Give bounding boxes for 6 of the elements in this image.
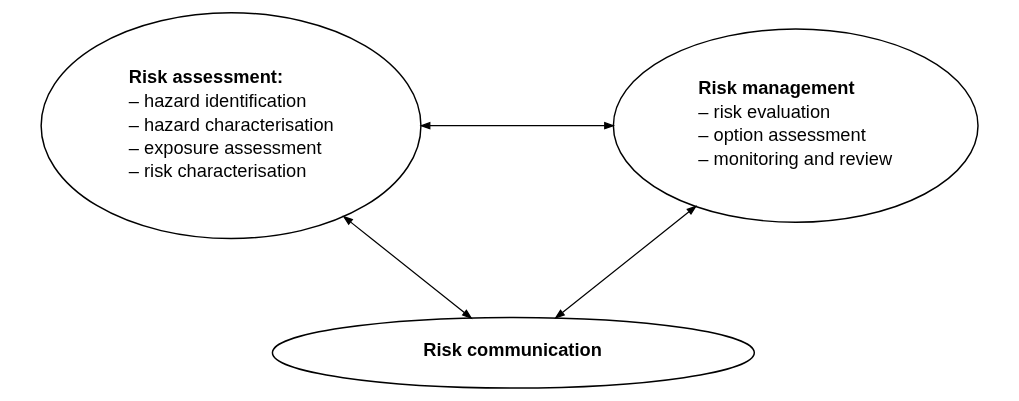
node-ellipse: Risk assessment: – hazard identification – hazard characterisation – exposure assessment – risk characterisation <box>40 12 422 240</box>
node-ellipse: Risk communication <box>271 316 756 389</box>
arrow <box>554 205 698 319</box>
arrow <box>342 215 473 320</box>
node-ellipse: Risk management – risk evaluation – option assessment – monitoring and review <box>612 28 979 223</box>
arrow <box>419 121 616 130</box>
